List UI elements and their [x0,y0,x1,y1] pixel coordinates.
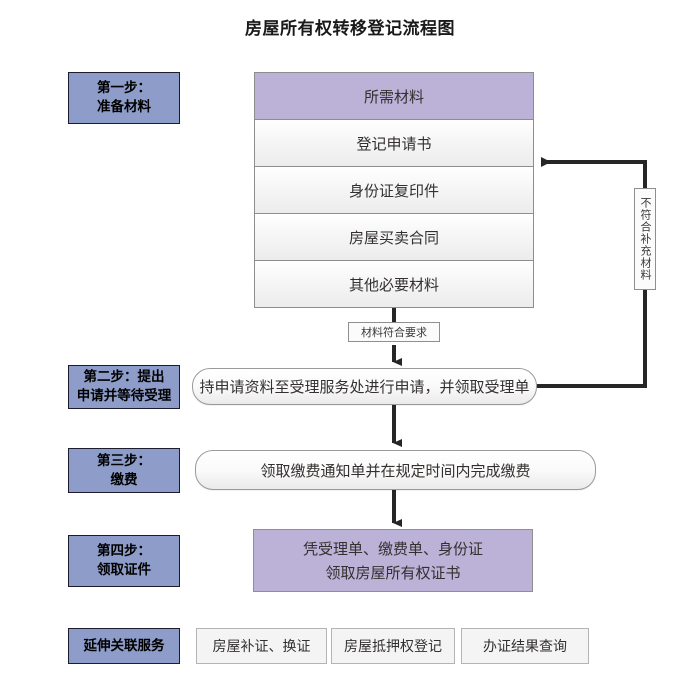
edge-label-fail: 不符合补充材料 [634,188,656,290]
extension-service-2[interactable]: 房屋抵押权登记 [331,628,455,664]
step-label-2[interactable]: 第二步：提出 申请并等待受理 [68,365,180,409]
materials-item-1[interactable]: 登记申请书 [255,120,533,167]
step-4-line2: 领取证件 [97,562,151,578]
step-3-line2: 缴费 [110,471,138,488]
certificate-line1: 凭受理单、缴费单、身份证 [302,539,483,558]
materials-header: 所需材料 [255,73,533,120]
step-1-line2: 准备材料 [97,99,151,115]
step-4-line1: 第四步： [97,543,151,559]
step-2-line2: 申请并等待受理 [76,388,172,404]
materials-table: 所需材料 登记申请书 身份证复印件 房屋买卖合同 其他必要材料 [254,72,534,308]
materials-item-3[interactable]: 房屋买卖合同 [255,214,533,261]
step-label-extension[interactable]: 延伸关联服务 [68,628,180,664]
page-title: 房屋所有权转移登记流程图 [245,19,455,39]
materials-item-4[interactable]: 其他必要材料 [255,261,533,308]
process-box-payment[interactable]: 领取缴费通知单并在规定时间内完成缴费 [195,450,596,490]
step-label-1[interactable]: 第一步： 准备材料 [68,72,180,124]
certificate-line2: 领取房屋所有权证书 [325,563,461,582]
edge-label-pass: 材料符合要求 [348,322,440,342]
extension-label: 延伸关联服务 [83,637,165,654]
extension-service-3[interactable]: 办证结果查询 [461,628,589,664]
step-label-4[interactable]: 第四步： 领取证件 [68,535,180,587]
process-box-certificate[interactable]: 凭受理单、缴费单、身份证 领取房屋所有权证书 [253,529,533,592]
materials-item-2[interactable]: 身份证复印件 [255,167,533,214]
step-2-line1: 第二步：提出 [83,369,165,385]
extension-service-1[interactable]: 房屋补证、换证 [196,628,327,664]
step-1-line1: 第一步： [97,80,151,96]
step-label-3[interactable]: 第三步： 缴费 [68,448,180,493]
step-3-line1: 第三步： [97,452,151,469]
process-box-apply[interactable]: 持申请资料至受理服务处进行申请，并领取受理单 [192,368,537,405]
